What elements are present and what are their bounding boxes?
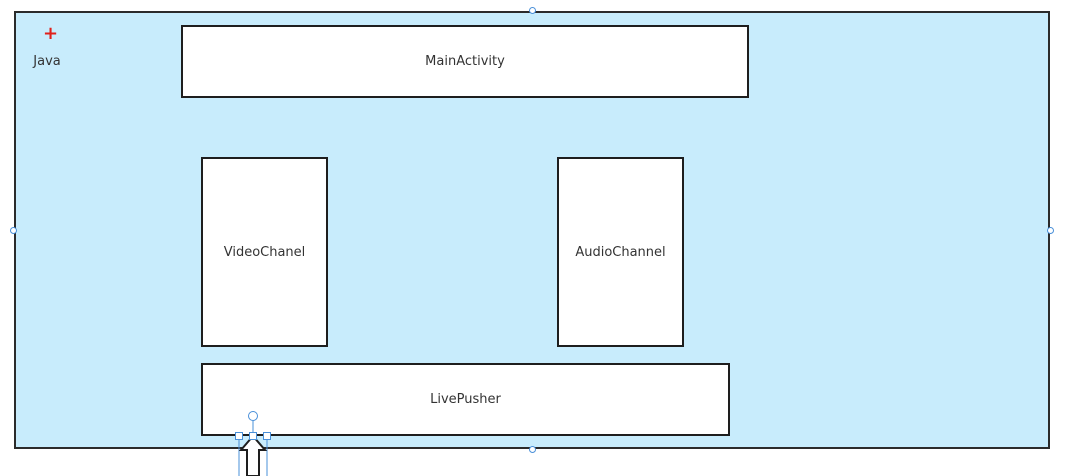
video-chanel-label: VideoChanel: [223, 244, 306, 260]
video-chanel-box[interactable]: VideoChanel: [201, 157, 328, 347]
resize-handle-right[interactable]: [1047, 227, 1054, 234]
resize-handle-left[interactable]: [10, 227, 17, 234]
audio-channel-box[interactable]: AudioChannel: [557, 157, 684, 347]
live-pusher-box[interactable]: LivePusher: [201, 363, 730, 436]
rotation-handle: [248, 411, 258, 421]
arrow-handle-right: [263, 432, 271, 440]
container-label: Java: [33, 54, 61, 69]
arrow-shape: [238, 434, 268, 476]
live-pusher-label: LivePusher: [430, 392, 501, 407]
arrow-handle-left: [235, 432, 243, 440]
plus-icon[interactable]: +: [43, 23, 59, 44]
arrow-handle-top: [249, 432, 257, 440]
main-activity-label: MainActivity: [425, 54, 505, 69]
up-arrow-icon[interactable]: [228, 406, 278, 476]
audio-channel-label: AudioChannel: [575, 244, 666, 260]
main-activity-box[interactable]: MainActivity: [181, 25, 749, 98]
resize-handle-top[interactable]: [529, 7, 536, 14]
resize-handle-bottom[interactable]: [529, 446, 536, 453]
